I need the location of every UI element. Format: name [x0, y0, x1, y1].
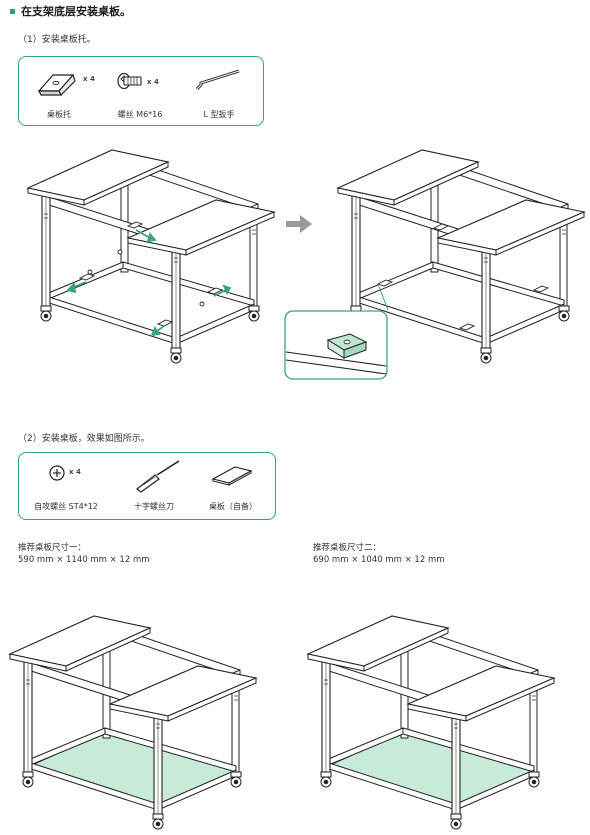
bracket-qty: x 4: [83, 75, 95, 83]
wrench-label: L 型扳手: [203, 110, 235, 119]
board-label: 桌板（自备）: [209, 502, 257, 511]
step2-title: （2）安装桌板，效果如图所示。: [18, 434, 150, 444]
bracket-parts: [78, 221, 224, 327]
bracket-icon: [37, 73, 76, 97]
bracket-label: 桌板托: [47, 110, 71, 119]
self-tapping-screw-icon: [49, 465, 65, 481]
heading-text: 在支架底层安装桌板。: [21, 5, 131, 18]
step1-illustration-before: [27, 149, 275, 364]
step1-title: （1）安装桌板托。: [18, 35, 96, 45]
result-illustration-2: [307, 615, 555, 830]
step2-parts-box: x 4 自攻螺丝 ST4*12 十字螺丝刀 桌板（自备）: [18, 452, 276, 520]
board-icon: [211, 466, 253, 486]
screw-qty: x 4: [147, 78, 159, 86]
heading-bullet: [10, 8, 15, 14]
next-arrow-icon: [286, 215, 312, 233]
zoom-detail: [284, 310, 388, 380]
size-option-2: 推荐桌板尺寸二： 690 mm × 1040 mm × 12 mm: [313, 542, 445, 566]
screw-icon: [117, 72, 142, 90]
step1-parts-box: x 4 桌板托 x 4 螺丝 M6*16 L 型扳手: [18, 56, 264, 126]
self-tapping-screw-qty: x 4: [69, 468, 81, 476]
screwdriver-icon: [136, 460, 180, 493]
section-heading: 在支架底层安装桌板。: [10, 3, 131, 19]
screwdriver-label: 十字螺丝刀: [134, 502, 174, 511]
self-tapping-screw-label: 自攻螺丝 ST4*12: [34, 502, 98, 511]
result-illustration-1: [9, 615, 257, 830]
step1-illustration-after: [337, 149, 585, 364]
size-option-1-title: 推荐桌板尺寸一：: [18, 543, 87, 553]
size-option-1-value: 590 mm × 1140 mm × 12 mm: [18, 555, 150, 565]
size-option-2-value: 690 mm × 1040 mm × 12 mm: [313, 555, 445, 565]
size-option-2-title: 推荐桌板尺寸二：: [313, 543, 382, 553]
size-option-1: 推荐桌板尺寸一： 590 mm × 1140 mm × 12 mm: [18, 542, 150, 566]
installed-brackets: [376, 223, 550, 331]
l-wrench-icon: [195, 69, 240, 91]
screw-label: 螺丝 M6*16: [117, 110, 163, 119]
